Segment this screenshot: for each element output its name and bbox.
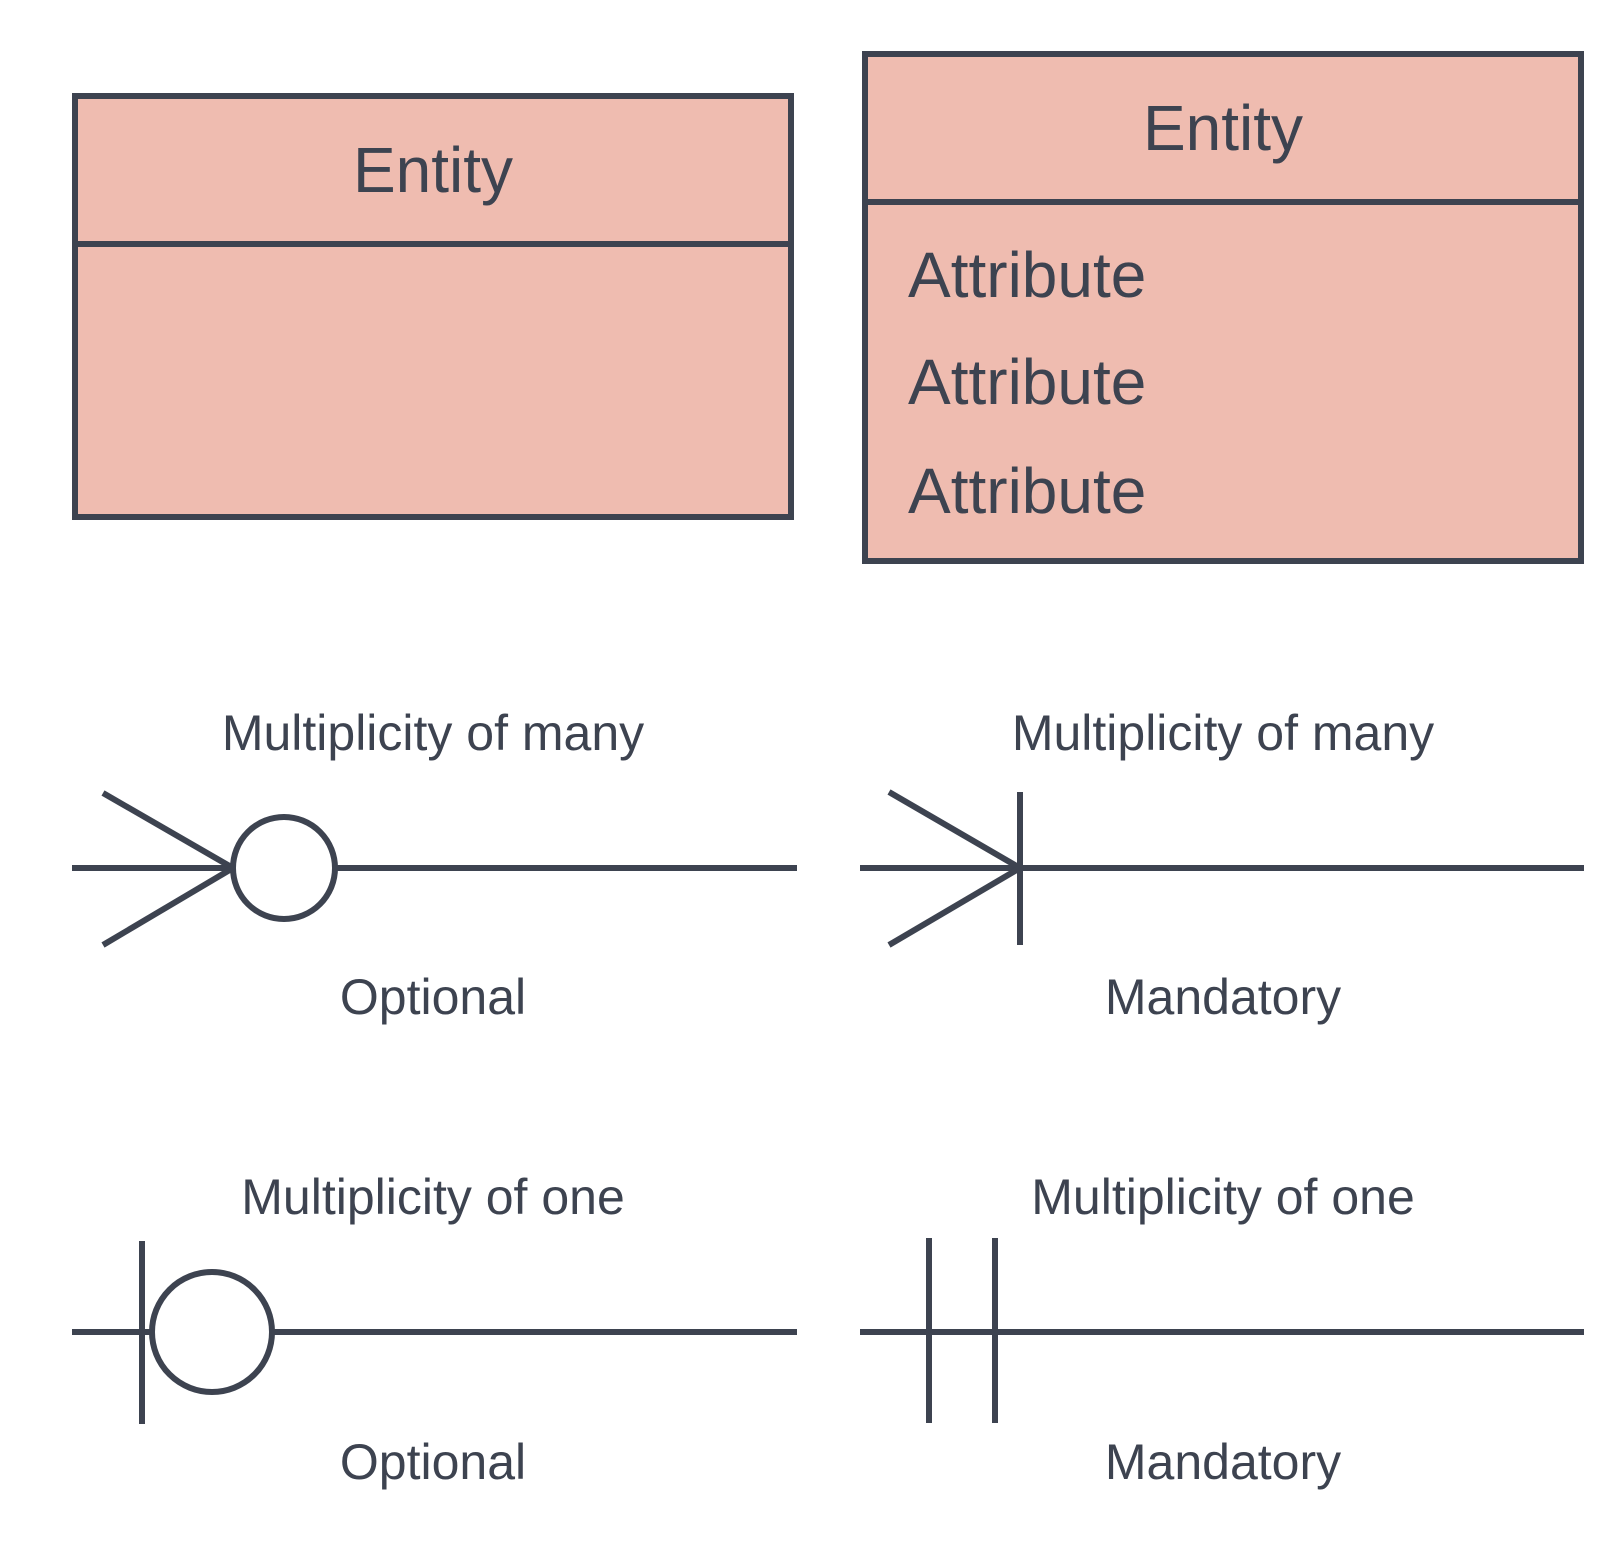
notation-label-multiplicity: Multiplicity of one [241, 1169, 625, 1225]
entity-title: Entity [1142, 92, 1304, 164]
notation-label-multiplicity: Multiplicity of one [1031, 1169, 1415, 1225]
entity-box-empty[interactable]: Entity [72, 93, 794, 520]
attribute-row: Attribute [908, 239, 1147, 311]
crows-foot-bar-icon [860, 789, 1584, 948]
notation-label-multiplicity: Multiplicity of many [221, 705, 645, 761]
entity-header: Entity [868, 57, 1578, 205]
entity-header: Entity [78, 99, 788, 247]
notation-label-participation: Optional [339, 969, 527, 1025]
notation-label-multiplicity: Multiplicity of many [1011, 705, 1435, 761]
notation-label-participation: Mandatory [1104, 969, 1342, 1025]
double-bar-icon [860, 1238, 1584, 1423]
notation-label-participation: Optional [339, 1434, 527, 1490]
entity-title: Entity [352, 134, 514, 206]
notation-label-participation: Mandatory [1104, 1434, 1342, 1490]
attribute-row: Attribute [908, 455, 1147, 527]
crows-foot-circle-icon [72, 790, 797, 948]
bar-circle-icon [72, 1241, 797, 1424]
attribute-row: Attribute [908, 346, 1147, 418]
entity-box-with-attributes[interactable]: Entity Attribute Attribute Attribute [862, 51, 1584, 564]
